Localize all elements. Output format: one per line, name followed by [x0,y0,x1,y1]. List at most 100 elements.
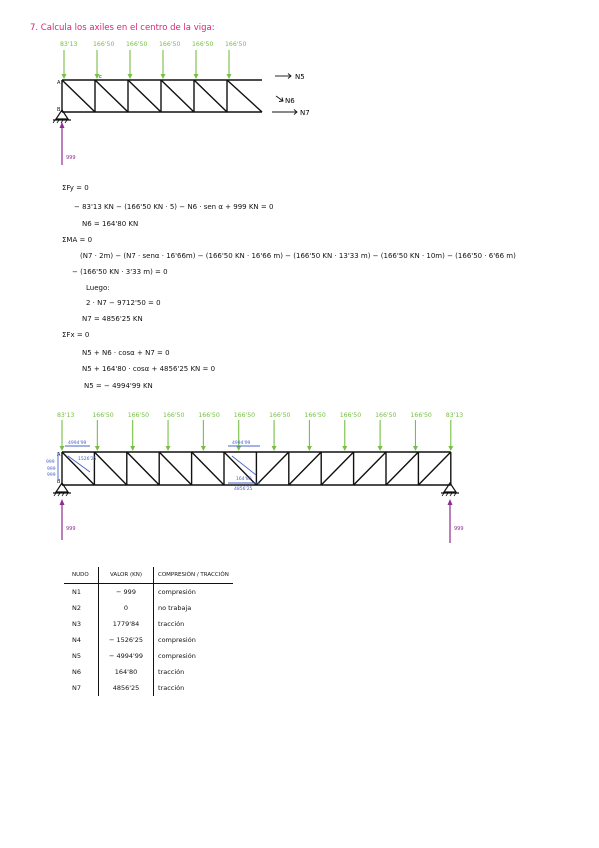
value-cell: 4856'25 [98,680,154,696]
load-arrow-head [193,74,199,79]
table-row: N4− 1526'25 compresión [64,632,233,648]
diagonal-member [127,79,162,113]
type-cell: compresión [158,652,196,660]
equation-line: ΣFy = 0 [62,184,89,192]
header-type: COMPRESIÓN / TRACCIÓN [153,567,233,584]
type-cell: compresión [158,588,196,596]
exercise-title: 7. Calcula los axiles en el centro de la… [30,23,215,33]
load-arrow-head [59,446,65,451]
diagonal-member [288,451,322,486]
node-cell: N5 [64,648,99,664]
results-table: NUDO VALOR (KN) COMPRESIÓN / TRACCIÓN N1… [64,567,233,696]
diagonal-member [191,451,225,486]
equation-line: N5 = − 4994'99 KN [84,382,153,390]
table-header-row: NUDO VALOR (KN) COMPRESIÓN / TRACCIÓN [64,567,233,584]
value-cell: − 999 [98,583,154,600]
load-arrow-head [448,446,454,451]
load-arrow-head [226,74,232,79]
reaction-arrow-right [447,499,453,543]
force-label-n6: N6 [285,97,295,105]
load-label: 166'50 [225,41,246,48]
node-cell: N2 [64,600,99,616]
value-cell: − 4994'99 [98,648,154,664]
load-arrow-head [94,74,100,79]
equation-line: N5 + N6 · cosα + N7 = 0 [82,349,170,357]
diagonal-member [126,451,160,486]
annotation-vert-left1: 999 [46,459,55,465]
equation-line: Luego: [86,284,110,292]
diagonal-member [61,79,96,113]
load-label: 83'13 [446,412,464,419]
load-arrow-head [271,446,277,451]
load-arrow-head [160,74,166,79]
load-arrow-head [130,446,136,451]
annotation-diag-left: 1526'25 [78,456,97,462]
load-label: 166'50 [159,41,180,48]
annotation-mid-bottom: 4856'25 [234,486,253,492]
diagonal-member [61,451,95,486]
reaction-arrow-left [59,499,65,540]
load-label: 166'50 [234,412,255,419]
load-arrow-head [127,74,133,79]
reaction-arrow [59,122,65,165]
node-label-a: A [57,452,61,458]
node-cell: N6 [64,664,99,680]
load-arrow-head [236,446,242,451]
node-label-b: B [57,479,61,485]
diagonal-member [93,451,128,486]
annotation-marks [57,445,260,484]
equation-line: ΣMA = 0 [62,236,93,244]
equation-line: (N7 · 2m) − (N7 · senα · 16'66m) − (166'… [80,252,516,260]
full-truss-diagram: 83'13 166'50 166'50 166'50 166'50 166'50 166'5… [46,412,464,543]
load-label: 166'50 [269,412,290,419]
diagonal-member [417,451,452,486]
force-arrows [272,73,298,115]
equation-line: 2 · N7 − 9712'50 = 0 [86,299,161,307]
equation-line: N5 + 164'80 · cosα + 4856'25 KN = 0 [82,365,216,373]
header-node: NUDO [64,567,99,584]
load-label: 166'50 [163,412,184,419]
annotation-mid-top: 4994'99 [232,440,251,446]
equation-line: N6 = 164'80 KN [82,220,139,228]
load-label: 166'50 [375,412,396,419]
diagonal-member [193,79,228,113]
load-label: 166'50 [304,412,325,419]
type-cell: compresión [158,636,196,644]
node-cell: N1 [64,583,99,600]
load-arrow-head [377,446,383,451]
load-label: 166'50 [128,412,149,419]
load-arrow-head [412,446,418,451]
annotation-vert-left2: 999 [47,466,56,472]
load-arrow-head [200,446,206,451]
value-cell: 0 [98,600,154,616]
value-cell: − 1526'25 [98,632,154,648]
load-arrow-head [94,446,100,451]
diagonal-member [255,451,290,486]
node-cell: N7 [64,680,99,696]
header-value: VALOR (KN) [98,567,154,584]
equation-line: ΣFx = 0 [62,331,90,339]
type-cell: tracción [158,684,185,692]
load-arrows-group: 83'13 166'50 166'50 166'50 166'50 166'50 166'5… [57,412,463,451]
node-label-c: c [99,74,102,80]
diagonal-member [353,451,387,486]
load-label: 166'50 [192,41,213,48]
value-cell: 164'80 [98,664,154,680]
load-arrow-head [165,446,171,451]
diagonal-member [385,451,419,486]
node-label-b: B [57,107,61,113]
diagonal-member [223,451,257,486]
truss-members [61,451,452,486]
load-arrow-head [61,74,67,79]
node-cell: N4 [64,632,99,648]
value-cell: 1779'84 [98,616,154,632]
node-label-a: A [57,80,61,86]
node-cell: N3 [64,616,99,632]
force-label-n7: N7 [300,109,310,117]
equation-line: − (166'50 KN · 3'33 m) = 0 [72,268,168,276]
